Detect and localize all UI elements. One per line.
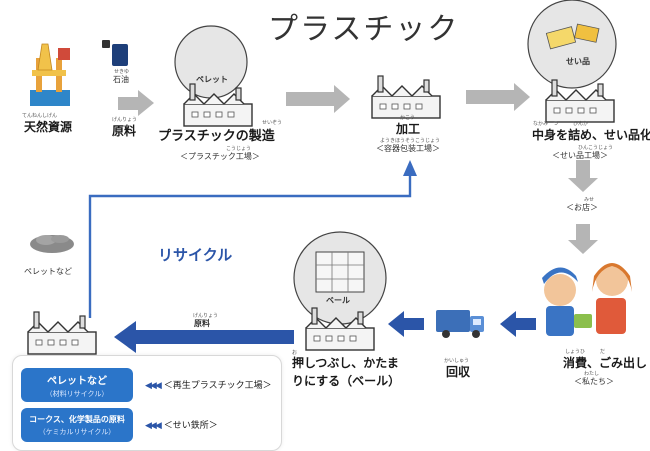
legend-target-regeneration: ◀◀◀＜再生プラスチック工場＞ (145, 378, 272, 391)
raw-material-1-ruby: げんりょう (112, 117, 138, 123)
store-ruby: みせ (584, 197, 595, 203)
natural-resource-label: 天然資源 (24, 120, 73, 134)
product-bubble (527, 0, 617, 89)
pellets-etc-label: ペレットなど (24, 267, 72, 276)
plastic-manufacturing-ruby: せいぞう (262, 120, 283, 126)
recycle-return-line (88, 172, 412, 318)
oil-barrel-illustration (102, 40, 128, 66)
processing-label: 加工 (396, 122, 421, 136)
us-place: ＜私たち＞ (574, 377, 614, 386)
collection-label: 回収 (446, 365, 471, 379)
gray-down-arrow-1 (568, 160, 598, 192)
blue-arrow-raw-material (114, 321, 294, 353)
legend-pill-coke-title: コークス、化学製品の原料 (29, 415, 125, 424)
legend-target-steelworks: ◀◀◀＜せい鉄所＞ (145, 418, 218, 431)
compress-ruby: お (292, 350, 298, 356)
recycle-label: リサイクル (158, 246, 233, 264)
product-bubble-label: せい品 (566, 57, 590, 66)
container-factory-place: ＜容器包装工場＞ (376, 144, 440, 153)
bale-bubble-label: ベール (326, 296, 350, 305)
product-factory-place: ＜せい品工場＞ (552, 151, 608, 160)
consumption-label: 消費、ごみ出し (563, 356, 648, 370)
legend-pill-coke: コークス、化学製品の原料 （ケミカルリサイクル） (21, 408, 133, 442)
consumption-ruby: しょうひ だ (565, 349, 606, 355)
oil-ruby: せきゆ (114, 69, 130, 75)
triple-arrow-icon: ◀◀◀ (145, 381, 162, 391)
plastic-manufacturing-label: プラスチックの製造 (158, 129, 275, 144)
oil-rig-illustration (30, 43, 70, 106)
legend-pill-pellets: ペレットなど （材料リサイクル） (21, 368, 133, 402)
raw-material-2-label: 原料 (194, 319, 210, 328)
plastic-factory-ruby: こうじょう (226, 146, 252, 152)
filling-label: 中身を詰め、せい品化 (532, 128, 650, 142)
filling-ruby: なかみ つ ひんか (533, 121, 589, 127)
gray-arrow-1 (118, 90, 154, 116)
recycle-destinations-box: ペレットなど （材料リサイクル） ◀◀◀＜再生プラスチック工場＞ コークス、化学… (12, 355, 282, 451)
pellet-bubble-label: ペレット (196, 75, 228, 84)
processing-ruby: かこう (400, 115, 416, 121)
blue-arrow-consume-to-collect (500, 311, 536, 337)
people-illustration (542, 263, 632, 336)
legend-pill-pellets-title: ペレットなど (47, 376, 107, 387)
legend-target-regeneration-text: ＜再生プラスチック工場＞ (163, 381, 272, 391)
gray-down-arrow-2 (568, 224, 598, 254)
compress-label-line2: りにする（ベール） (292, 374, 401, 388)
legend-pill-coke-sub: （ケミカルリサイクル） (38, 428, 116, 436)
pellet-bubble (174, 25, 248, 99)
oil-label: 石油 (113, 75, 129, 84)
collection-ruby: かいしゅう (444, 358, 470, 364)
store-label: ＜お店＞ (566, 203, 598, 212)
product-factory-ruby: ひんこうじょう (578, 145, 614, 151)
triple-arrow-icon: ◀◀◀ (145, 421, 162, 431)
diagram-title: プラスチック (268, 12, 460, 47)
raw-material-1-label: 原料 (112, 124, 137, 138)
gray-arrow-2 (286, 85, 350, 113)
compress-label-line1: 押しつぶし、かたま (292, 356, 399, 370)
raw-material-2-ruby: げんりょう (193, 313, 219, 319)
blue-arrow-collect-to-bale (388, 311, 424, 337)
legend-target-steelworks-text: ＜せい鉄所＞ (163, 421, 218, 431)
garbage-truck-illustration (436, 310, 484, 338)
container-factory-ruby: ようきほうそうこうじょう (380, 138, 441, 144)
natural-resource-ruby: てんねんしげん (22, 113, 58, 119)
legend-pill-pellets-sub: （材料リサイクル） (45, 390, 109, 398)
pellet-pile-illustration (30, 235, 74, 253)
plastic-factory-place: ＜プラスチック工場＞ (180, 152, 260, 161)
us-ruby: わたし (584, 371, 600, 377)
gray-arrow-3 (466, 83, 530, 111)
